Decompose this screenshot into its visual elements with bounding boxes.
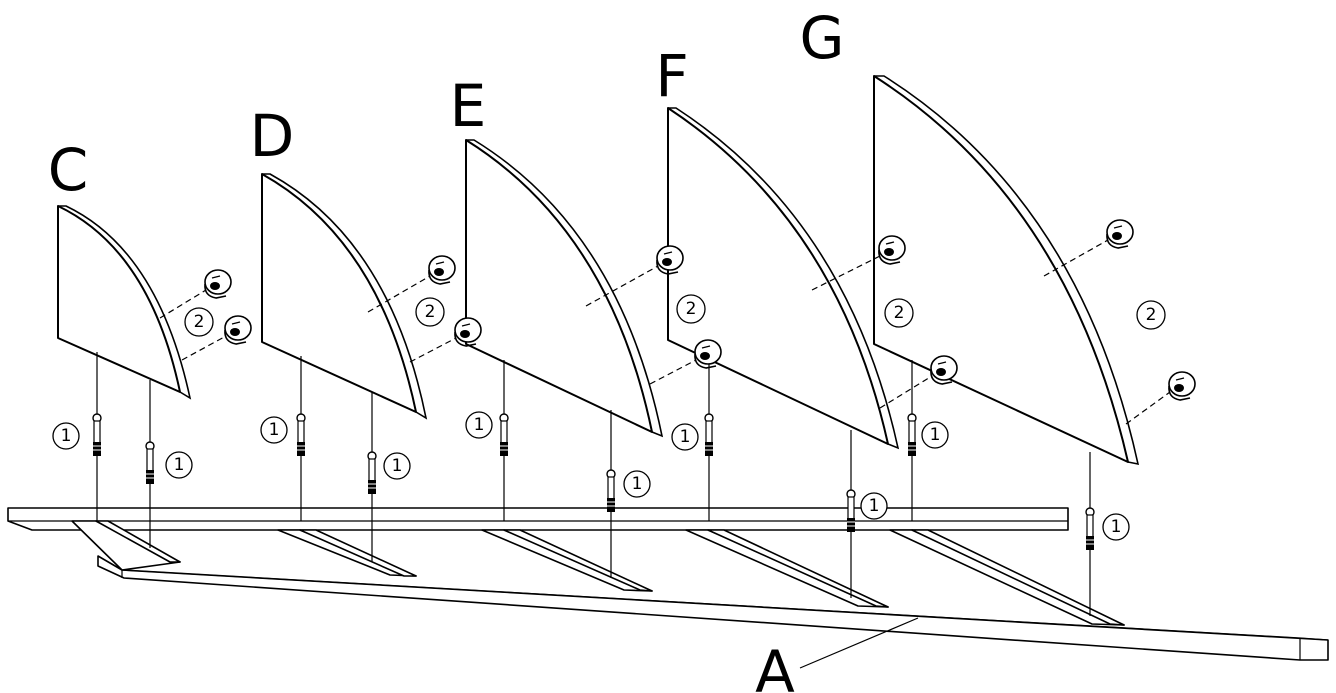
- panel-d: D: [250, 102, 428, 452]
- callout-1: 1: [1102, 513, 1130, 541]
- callout-1: 1: [260, 416, 288, 444]
- callouts-dowel: 1 1 1 1 1 1 1 1 1 1: [52, 411, 1130, 541]
- label-f: F: [655, 42, 688, 110]
- svg-text:2: 2: [894, 303, 905, 323]
- dowel-icon: [92, 413, 102, 457]
- label-a: A: [755, 638, 795, 693]
- callout-1: 1: [383, 452, 411, 480]
- panel-f: F: [655, 42, 900, 490]
- label-e: E: [450, 72, 487, 140]
- panel-e: E: [450, 72, 664, 470]
- svg-text:1: 1: [174, 455, 185, 475]
- base-rungs: [71, 520, 1125, 626]
- dowel-icon: [499, 413, 509, 457]
- label-c: C: [48, 136, 89, 204]
- svg-text:1: 1: [269, 420, 280, 440]
- dowel-icon: [846, 489, 856, 533]
- svg-text:2: 2: [686, 299, 697, 319]
- callout-1: 1: [52, 422, 80, 450]
- panel-c: C: [48, 136, 192, 442]
- cam-lock-icon: [1168, 371, 1196, 401]
- callout-1: 1: [860, 492, 888, 520]
- callout-2: 2: [184, 307, 214, 337]
- callout-1: 1: [921, 421, 949, 449]
- svg-text:1: 1: [61, 426, 72, 446]
- callouts-cam: 2 2 2 2 2: [184, 294, 1166, 337]
- svg-text:2: 2: [194, 312, 205, 332]
- label-d: D: [250, 102, 295, 170]
- svg-text:2: 2: [425, 302, 436, 322]
- svg-text:1: 1: [680, 427, 691, 447]
- base-board-a: A: [7, 507, 1329, 693]
- svg-text:1: 1: [930, 425, 941, 445]
- svg-text:1: 1: [869, 496, 880, 516]
- cam-lock-icon: [224, 315, 252, 345]
- svg-text:1: 1: [1111, 517, 1122, 537]
- callout-1: 1: [465, 411, 493, 439]
- label-g: G: [800, 4, 845, 72]
- callout-1: 1: [671, 423, 699, 451]
- cam-lock-icon: [1106, 219, 1134, 249]
- dowel-icon: [367, 451, 377, 495]
- callout-1: 1: [165, 451, 193, 479]
- svg-text:1: 1: [392, 456, 403, 476]
- cam-lock-icon: [204, 269, 232, 299]
- label-a-leader: [799, 617, 919, 669]
- dowel-icon: [704, 413, 714, 457]
- dowel-icon: [296, 413, 306, 457]
- dowel-icon: [145, 441, 155, 485]
- cam-lock-icon: [428, 255, 456, 285]
- callout-2: 2: [1136, 300, 1166, 330]
- cam-locks: [159, 219, 1196, 425]
- panel-g: G: [800, 4, 1140, 508]
- callout-2: 2: [676, 294, 706, 324]
- callout-1: 1: [623, 470, 651, 498]
- svg-text:1: 1: [632, 474, 643, 494]
- dowel-icon: [1085, 507, 1095, 551]
- svg-text:1: 1: [474, 415, 485, 435]
- callout-2: 2: [884, 298, 914, 328]
- dowel-icon: [606, 469, 616, 513]
- dowels: [92, 413, 1095, 616]
- callout-2: 2: [415, 297, 445, 327]
- svg-text:2: 2: [1146, 305, 1157, 325]
- dowel-icon: [907, 413, 917, 457]
